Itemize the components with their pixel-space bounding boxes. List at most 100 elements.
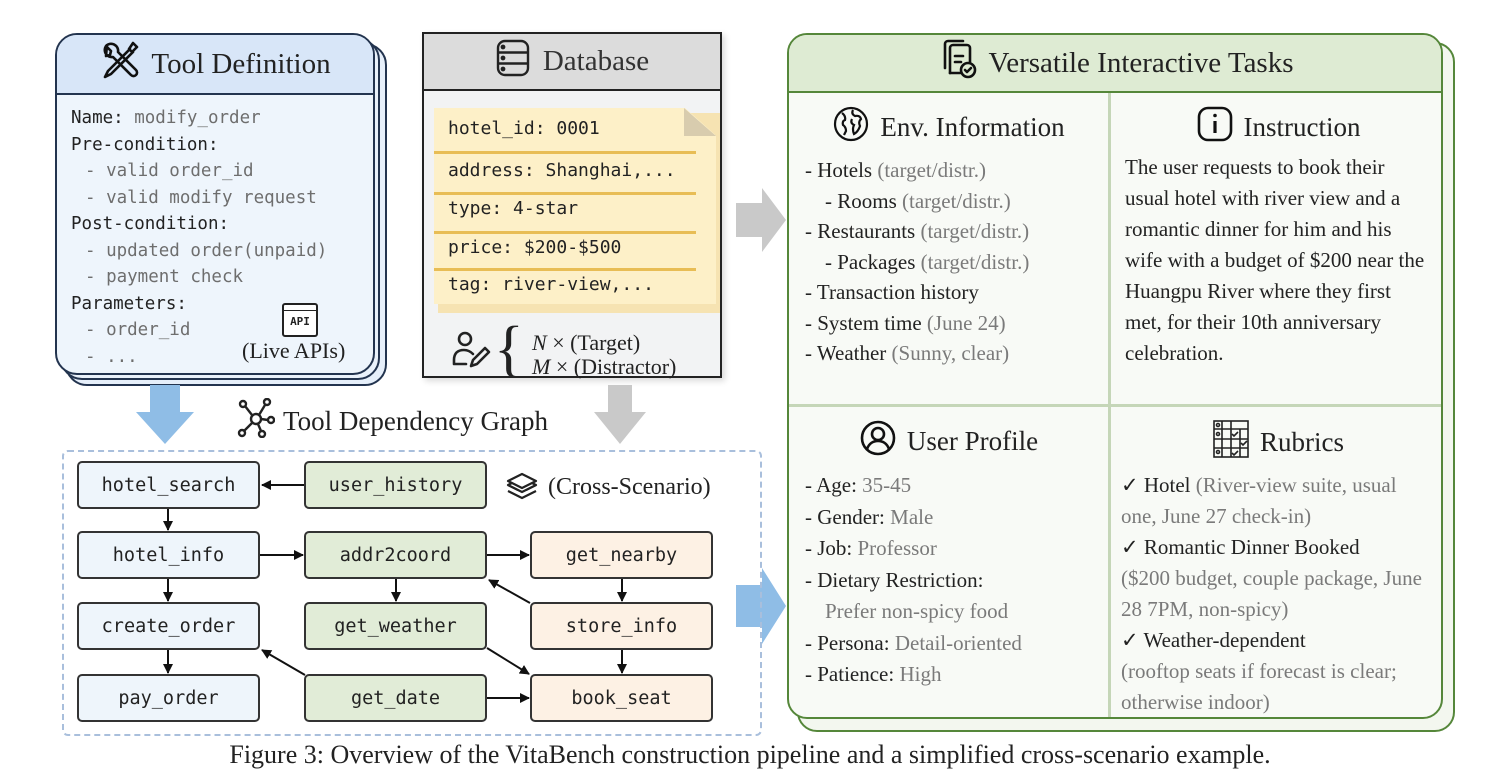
profile-label: - Age: [805,473,863,497]
user-profile-section: User Profile - Age: 35-45 - Gender: Male… [789,419,1108,691]
live-apis-label: (Live APIs) [242,338,346,363]
edge-get-date-to-create-order [261,649,306,676]
record-field: price: $200-$500 [448,237,622,258]
brace: { [494,315,524,383]
tool-definition-body: Name: modify_order Pre-condition: - vali… [57,95,373,370]
profile-item: - Dietary Restriction: [805,565,1108,597]
precondition-item: - valid order_id [85,161,254,181]
env-item-note: (target/distr.) [902,188,1011,213]
profile-item: - Persona: Detail-oriented [805,628,1108,660]
env-item-note: (target/distr.) [920,249,1030,274]
tasks-title: Versatile Interactive Tasks [988,46,1294,79]
horizontal-divider [789,404,1441,407]
tasks-card: Versatile Interactive Tasks Env. Informa… [787,33,1443,719]
record-field: tag: river-view,... [448,274,654,295]
rubric-item: ✓ Weather-dependent (rooftop seats if for… [1121,625,1431,717]
record-field: address: Shanghai,... [448,160,676,181]
env-item-label: - Restaurants [805,219,921,243]
profile-item: - Patience: High [805,659,1108,691]
graph-header: Tool Dependency Graph [237,397,549,445]
env-item-label: - Rooms [825,188,903,213]
distractor-label: (Distractor) [573,354,677,379]
user-profile-title: User Profile [906,426,1039,456]
database-header: Database [424,34,720,91]
user-profile-header: User Profile [789,419,1108,464]
rubrics-title: Rubrics [1260,427,1344,457]
postcondition-item: - updated order(unpaid) [85,240,328,261]
gray-down-arrow [594,385,646,444]
env-item-label: - Weather [805,341,892,365]
parameters-label: Parameters: [71,293,187,314]
env-item-label: - Hotels [805,158,878,182]
distractor-count: M × (Distractor) [532,354,676,379]
target-variable: N [532,330,547,355]
record-divider [434,231,696,234]
env-item: - Rooms (target/distr.) [805,186,1108,217]
profile-label: - Gender: [805,504,891,529]
record-field: hotel_id: 0001 [448,118,600,139]
instruction-text: The user requests to book their usual ho… [1125,155,1425,365]
env-item-note: (target/distr.) [877,158,986,182]
field-value: modify_order [134,108,261,128]
user-edit-icon [451,330,491,375]
record-divider [434,192,696,195]
tool-definition-card: Tool Definition Name: modify_order Pre-c… [55,33,375,375]
profile-value: High [899,662,942,686]
profile-value: 35-45 [862,473,912,497]
profile-item: - Job: Professor [805,533,1108,565]
node-addr2coord: addr2coord [304,531,487,579]
node-hotel-info: hotel_info [77,531,260,579]
profile-item: - Gender: Male [805,502,1108,534]
record-field: type: 4-star [448,198,579,219]
rubric-head: ✓ Weather-dependent [1121,628,1306,652]
tools-icon [99,39,141,89]
env-info-list: - Hotels (target/distr.) - Rooms (target… [789,155,1108,369]
globe-icon [832,105,870,150]
instruction-title: Instruction [1243,112,1361,142]
gray-right-arrow [736,188,786,252]
record-divider [434,268,696,271]
checklist-table-icon [1212,419,1250,466]
tool-name-line: Name: modify_order [71,105,373,132]
blue-down-arrow [136,385,194,444]
parameter-item: - order_id [85,320,191,340]
node-get-weather: get_weather [304,602,487,650]
env-item: - Weather (Sunny, clear) [805,338,1108,369]
cross-scenario-label: (Cross-Scenario) [548,474,711,500]
env-item: - Restaurants (target/distr.) [805,216,1108,247]
env-info-section: Env. Information - Hotels (target/distr.… [789,105,1108,369]
env-item-note: (target/distr.) [920,219,1030,243]
profile-label: - Patience: [805,662,900,686]
rubric-detail: (rooftop seats if forecast is clear; oth… [1121,659,1397,714]
profile-value: Prefer non-spicy food [825,599,1009,623]
task-document-check-icon [936,38,978,88]
profile-item: - Age: 35-45 [805,470,1108,502]
profile-value: Detail-oriented [894,630,1022,655]
node-get-nearby: get_nearby [530,531,713,579]
env-item-label: - System time [805,310,927,335]
profile-value: Professor [857,536,937,560]
env-item-note: (June 24) [926,310,1006,335]
database-icon [495,38,531,86]
api-badge-text: API [290,315,310,328]
env-item-label: - Transaction history [805,280,979,304]
node-hotel-search: hotel_search [77,461,260,509]
env-item: - Transaction history [805,277,1108,308]
figure-caption: Figure 3: Overview of the VitaBench cons… [229,740,1271,769]
postcondition-label: Post-condition: [71,214,230,234]
parameter-item: - ... [85,346,138,367]
env-item: - Packages (target/distr.) [805,247,1108,278]
instruction-section: Instruction The user requests to book th… [1111,105,1441,369]
graph-title: Tool Dependency Graph [283,406,549,436]
target-count: N × (Target) [532,330,640,355]
field-label: Name: [71,108,135,128]
profile-value: Male [890,504,934,529]
edge-get-weather-to-book-seat [486,647,530,675]
tool-definition-title: Tool Definition [151,47,331,80]
node-get-date: get_date [304,674,487,722]
times-sign: × [555,354,569,379]
edge-store-info-to-addr2coord [488,579,531,604]
env-item-label: - Packages [825,249,921,274]
profile-item: Prefer non-spicy food [805,596,1108,628]
